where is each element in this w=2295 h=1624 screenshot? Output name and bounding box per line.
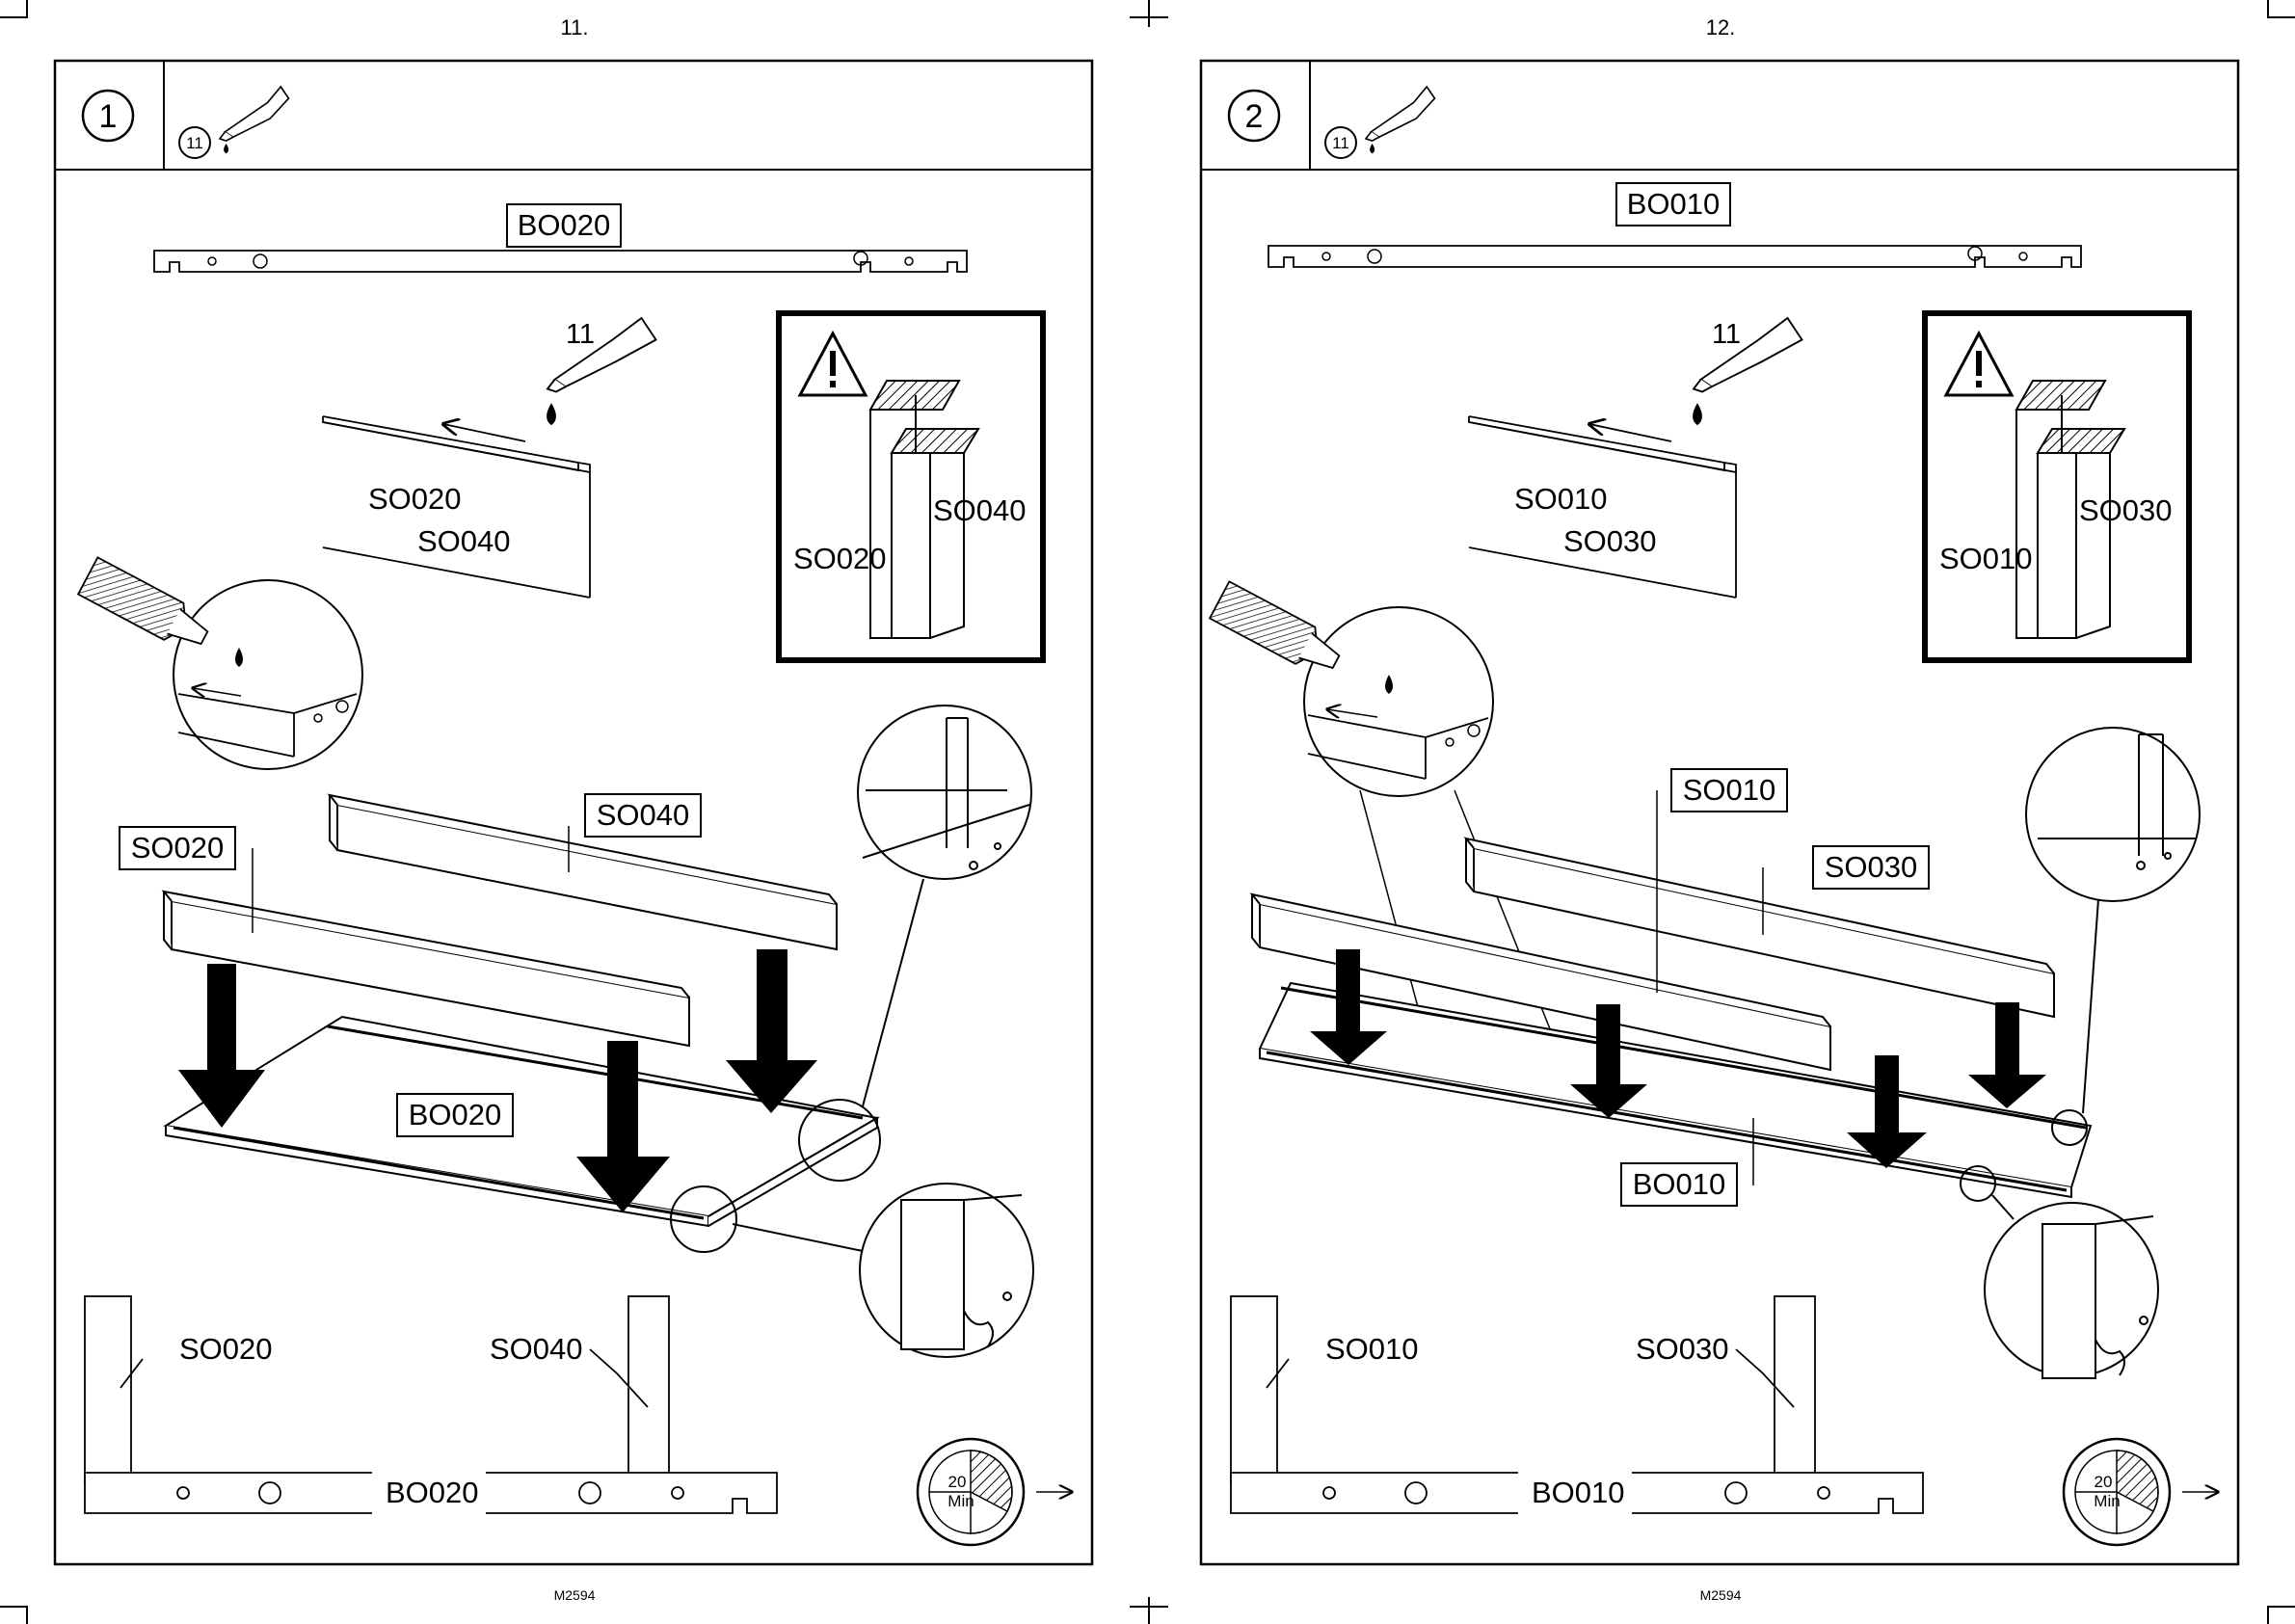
clock-icon: 20 Min xyxy=(918,1439,1072,1545)
base-label: BO020 xyxy=(409,1098,502,1131)
page-right: 12. 2 11 BO010 xyxy=(1201,15,2238,1603)
document-code: M2594 xyxy=(1700,1587,1742,1603)
corner-detail-top xyxy=(2026,728,2200,1145)
step-number: 2 xyxy=(1245,98,1264,135)
board-top-view: BO010 xyxy=(1268,183,2081,267)
corner-detail-bottom xyxy=(1961,1166,2158,1378)
strip-label-front: SO020 xyxy=(368,482,462,516)
warning-label-front: SO020 xyxy=(793,542,887,575)
time-value: 20 xyxy=(2095,1473,2113,1491)
warning-detail: SO020 SO040 xyxy=(779,313,1043,660)
base-label: BO010 xyxy=(1633,1167,1726,1201)
strip-label-front-main: SO020 xyxy=(131,831,225,865)
warning-detail: SO010 SO030 xyxy=(1925,313,2189,660)
document-code: M2594 xyxy=(554,1587,596,1603)
glue-tube-icon xyxy=(1366,87,1435,152)
glue-drop-label: 11 xyxy=(566,319,595,350)
section-label-base: BO010 xyxy=(1532,1476,1625,1509)
section-label-front: SO020 xyxy=(179,1332,273,1366)
board-label-top: BO020 xyxy=(518,208,611,242)
glue-detail-circle xyxy=(78,557,362,769)
board-label-top: BO010 xyxy=(1627,187,1721,221)
strip-label-back-main: SO030 xyxy=(1825,850,1918,884)
glue-drop-label: 11 xyxy=(1712,319,1741,350)
strip-label-front: SO010 xyxy=(1514,482,1608,516)
section-label-base: BO020 xyxy=(386,1476,479,1509)
strip-label-back: SO030 xyxy=(1563,524,1657,558)
time-unit: Min xyxy=(2094,1492,2120,1510)
warning-label-back: SO030 xyxy=(2079,493,2173,527)
page-number: 11. xyxy=(561,15,589,40)
strip-label-back: SO040 xyxy=(417,524,511,558)
glue-tube-icon xyxy=(220,87,289,152)
strip-front-3d xyxy=(164,892,689,1046)
warning-label-back: SO040 xyxy=(933,493,1027,527)
page-left: 11. 1 11 BO020 xyxy=(55,15,1092,1603)
strip-label-front-main: SO010 xyxy=(1683,773,1776,807)
time-unit: Min xyxy=(947,1492,974,1510)
glue-count: 11 xyxy=(1332,134,1349,152)
page-number: 12. xyxy=(1706,15,1736,40)
strip-back-3d xyxy=(330,795,837,949)
time-value: 20 xyxy=(948,1473,967,1491)
warning-label-front: SO010 xyxy=(1939,542,2033,575)
clock-icon: 20 Min xyxy=(2064,1439,2218,1545)
section-label-front: SO010 xyxy=(1325,1332,1419,1366)
step-number: 1 xyxy=(99,98,118,135)
strip-label-back-main: SO040 xyxy=(597,798,690,832)
glue-count: 11 xyxy=(186,134,203,152)
section-label-back: SO040 xyxy=(490,1332,583,1366)
board-top-view: BO020 xyxy=(154,204,967,272)
section-label-back: SO030 xyxy=(1636,1332,1729,1366)
